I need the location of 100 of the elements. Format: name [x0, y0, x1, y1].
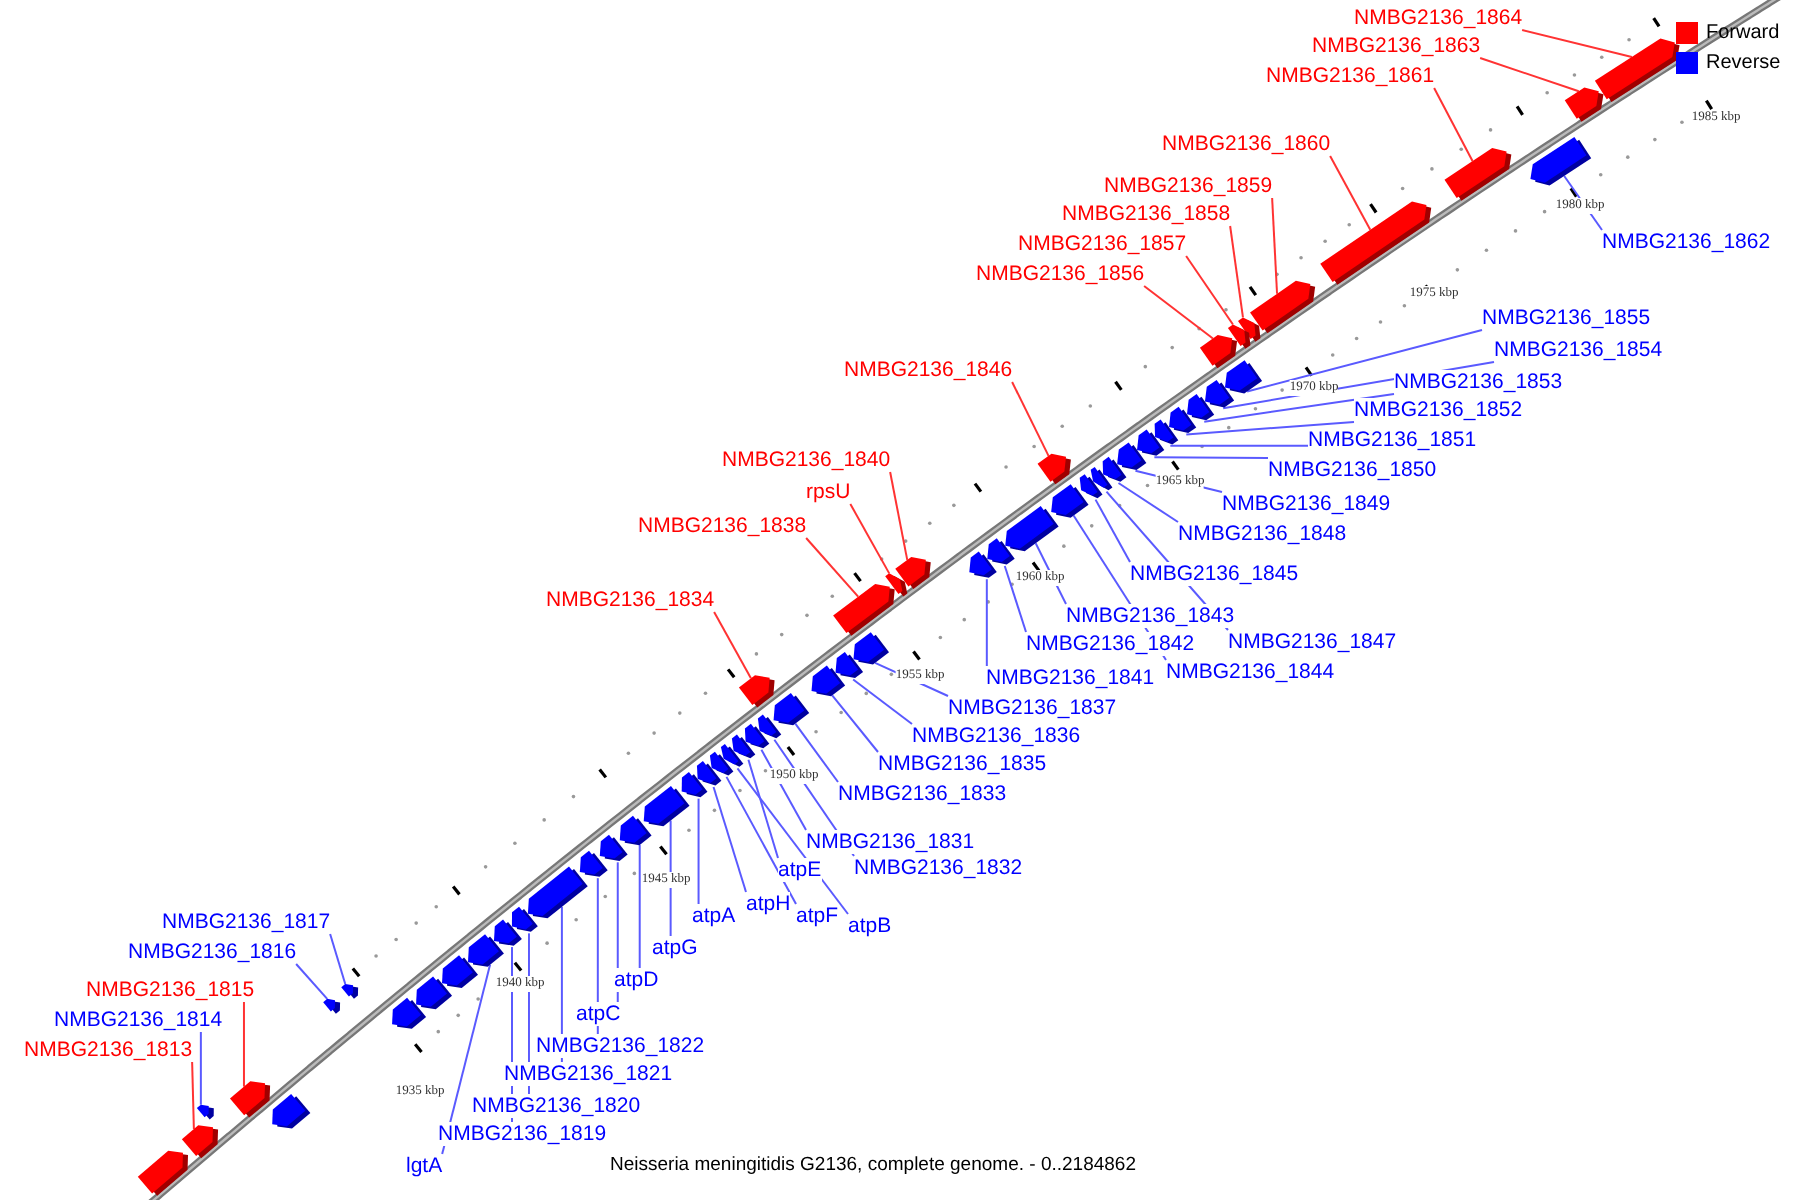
- gene-block: [619, 815, 652, 846]
- gene-label: NMBG2136_1845: [1130, 562, 1299, 586]
- gene-block: [1154, 419, 1179, 445]
- gene-block: [853, 632, 890, 665]
- gene-block: [1117, 442, 1147, 471]
- gene-label: NMBG2136_1813: [24, 1038, 193, 1062]
- leader-line: [889, 471, 909, 561]
- gene-block: [1005, 506, 1059, 552]
- leader-line: [1143, 285, 1214, 340]
- gene-block: [1187, 394, 1215, 421]
- gene-label: NMBG2136_1863: [1312, 34, 1481, 58]
- leader-line: [794, 722, 839, 783]
- gene-block: [196, 1104, 214, 1120]
- leader-line: [736, 767, 849, 915]
- gene-label: NMBG2136_1838: [638, 514, 807, 538]
- gene-label: NMBG2136_1852: [1354, 398, 1523, 422]
- gene-label: atpB: [848, 914, 892, 938]
- leader-line: [1185, 255, 1234, 326]
- gene-block: [1169, 406, 1197, 434]
- gene-label: NMBG2136_1846: [844, 358, 1013, 382]
- gene-label: NMBG2136_1817: [162, 910, 331, 934]
- gene-label: NMBG2136_1821: [504, 1062, 673, 1086]
- gene-label: NMBG2136_1850: [1268, 458, 1437, 482]
- gene-label: NMBG2136_1831: [806, 830, 975, 854]
- leader-line: [638, 843, 641, 969]
- leader-line: [985, 578, 988, 667]
- gene-block: [738, 675, 775, 708]
- leader-line: [1433, 87, 1474, 163]
- gene-block: [137, 1150, 189, 1196]
- gene-block: [643, 785, 690, 827]
- leader-line: [697, 797, 700, 905]
- gene-label: NMBG2136_1822: [536, 1034, 705, 1058]
- gene-block: [1199, 335, 1238, 369]
- gene-block: [1594, 38, 1680, 103]
- gene-label: NMBG2136_1832: [854, 856, 1023, 880]
- gene-label: NMBG2136_1855: [1482, 306, 1651, 330]
- leader-line: [1153, 456, 1269, 459]
- leader-line: [1094, 498, 1131, 563]
- gene-label: NMBG2136_1851: [1308, 428, 1477, 452]
- leader-line: [1117, 482, 1179, 523]
- gene-label: NMBG2136_1840: [722, 448, 891, 472]
- leader-line: [805, 537, 860, 598]
- gene-block: [579, 850, 608, 877]
- gene-label: NMBG2136_1864: [1354, 6, 1523, 30]
- leader-line: [616, 861, 619, 1003]
- gene-block: [681, 771, 708, 798]
- gene-block: [511, 906, 538, 932]
- leader-line: [1229, 225, 1244, 319]
- gene-label: atpC: [576, 1002, 621, 1026]
- gene-label: NMBG2136_1836: [912, 724, 1081, 748]
- gene-label: NMBG2136_1859: [1104, 174, 1273, 198]
- leader-line: [1329, 155, 1372, 231]
- gene-block: [1530, 136, 1592, 186]
- gene-label: NMBG2136_1820: [472, 1094, 641, 1118]
- gene-block: [1250, 280, 1316, 334]
- gene-label: atpH: [746, 892, 791, 916]
- gene-label: NMBG2136_1842: [1026, 632, 1195, 656]
- leader-line: [1521, 29, 1633, 58]
- gene-block: [1320, 201, 1432, 285]
- leader-line: [849, 503, 891, 575]
- gene-label: NMBG2136_1834: [546, 588, 715, 612]
- gene-label: NMBG2136_1861: [1266, 64, 1435, 88]
- gene-label: lgtA: [406, 1154, 443, 1178]
- gene-label: atpA: [692, 904, 736, 928]
- leader-line: [1185, 421, 1355, 436]
- leader-line: [441, 963, 492, 1155]
- leader-line: [713, 611, 752, 680]
- gene-label: NMBG2136_1843: [1066, 604, 1235, 628]
- gene-block: [1204, 379, 1235, 408]
- leader-line: [831, 694, 879, 753]
- gene-block: [811, 665, 846, 697]
- gene-label: NMBG2136_1835: [878, 752, 1047, 776]
- legend-label: Forward: [1706, 20, 1780, 48]
- gene-block: [720, 743, 744, 767]
- gene-block: [599, 834, 628, 861]
- gene-label: NMBG2136_1848: [1178, 522, 1347, 546]
- gene-block: [1564, 87, 1604, 122]
- leader-line: [596, 877, 599, 1035]
- leader-line: [1203, 393, 1395, 423]
- gene-label: NMBG2136_1847: [1228, 630, 1397, 654]
- gene-label: NMBG2136_1844: [1166, 660, 1335, 684]
- gene-block: [272, 1094, 311, 1129]
- leader-line: [1246, 329, 1483, 393]
- leader-line: [725, 775, 797, 905]
- gene-block: [969, 551, 997, 578]
- gene-label: NMBG2136_1816: [128, 940, 297, 964]
- gene-block: [773, 693, 810, 726]
- leader-line: [1271, 197, 1279, 295]
- gene-label: NMBG2136_1837: [948, 696, 1117, 720]
- gene-label: NMBG2136_1860: [1162, 132, 1331, 156]
- caption: Neisseria meningitidis G2136, complete genome. - 0..2184862: [610, 1154, 1136, 1178]
- gene-block: [341, 983, 359, 999]
- gene-label: NMBG2136_1854: [1494, 338, 1663, 362]
- leader-line: [712, 785, 747, 893]
- gene-block: [527, 866, 588, 919]
- gene-label: NMBG2136_1815: [86, 978, 255, 1002]
- gene-label: NMBG2136_1862: [1602, 230, 1771, 254]
- gene-block: [987, 538, 1015, 565]
- gene-block: [1137, 429, 1165, 456]
- gene-label: NMBG2136_1856: [976, 262, 1145, 286]
